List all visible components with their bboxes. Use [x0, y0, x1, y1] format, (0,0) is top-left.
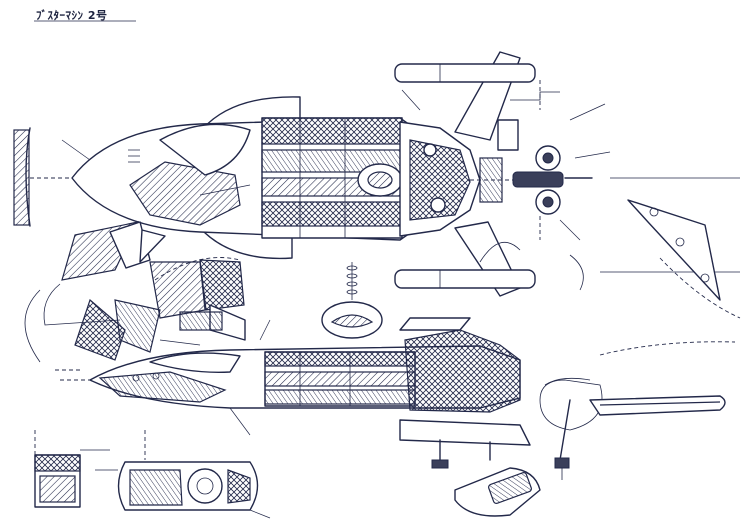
engine-detail — [497, 80, 740, 273]
bottom-left-sections — [34, 430, 271, 519]
center-small-parts — [321, 241, 584, 339]
sheet-title: ﾌﾞｽﾀｰﾏｼﾝ 2号 — [36, 9, 108, 22]
control-console-detail — [454, 467, 541, 517]
left-mechanism-parts — [24, 221, 246, 371]
main-ship-top-view — [13, 51, 536, 297]
flap-part — [599, 199, 741, 356]
canopy-panel-detail — [539, 377, 726, 480]
main-ship-side-view — [60, 317, 531, 469]
